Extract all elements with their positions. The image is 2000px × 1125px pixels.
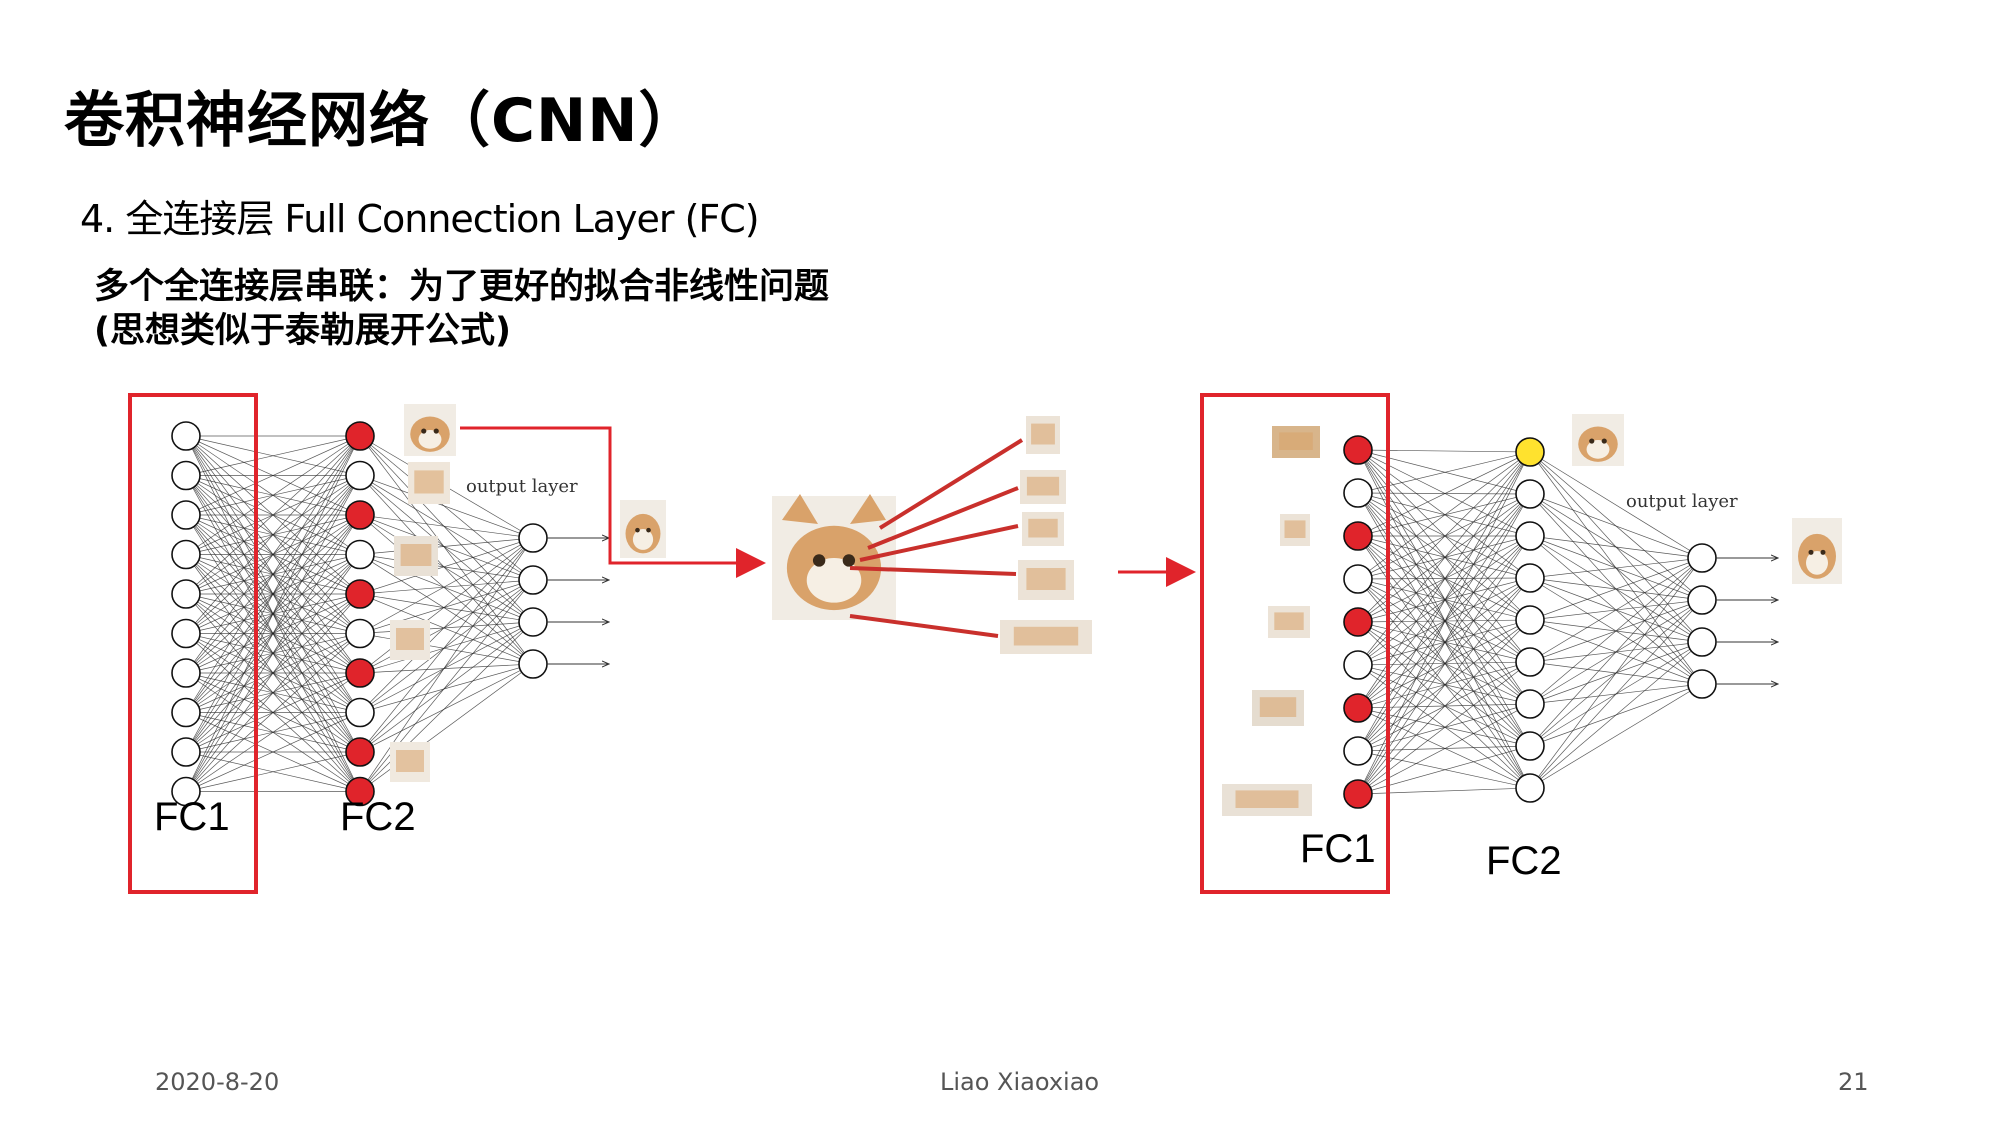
output-neuron [518, 607, 548, 637]
left-network: output layer FC1 FC2 [128, 393, 666, 894]
fc1-neuron [171, 737, 201, 767]
fc2-active-neuron [345, 579, 375, 609]
big-cat-face [772, 494, 896, 620]
output-neuron [1687, 543, 1717, 573]
fc1-neuron [171, 776, 201, 807]
fc2-active-neuron [345, 737, 375, 767]
right-output-layer-label: output layer [1626, 491, 1738, 512]
fc2-neuron [345, 539, 375, 570]
feature-pointer-line [849, 566, 1017, 576]
feature-pointer-line [859, 524, 1019, 562]
fc1-active-neuron [1343, 779, 1373, 809]
fc2-neuron [1515, 731, 1545, 761]
fc2-neuron [1515, 773, 1545, 803]
fc2-active-neuron [345, 658, 375, 688]
slide-title: 卷积神经网络（CNN） [64, 86, 700, 156]
fc2-neuron [1515, 521, 1545, 551]
output-neuron [518, 523, 548, 553]
cat-ear-thumbnail [408, 462, 450, 504]
cat-feature-patch [1020, 470, 1066, 504]
output-neuron [1687, 669, 1717, 699]
fc1-active-neuron [1343, 607, 1373, 637]
output-neuron [1687, 627, 1717, 657]
cat-mouth-thumbnail [390, 742, 430, 782]
feature-patch-nose [1252, 690, 1304, 726]
cat-photo-small [620, 500, 666, 558]
fc1-neuron [1343, 564, 1373, 594]
fc1-neuron [1343, 650, 1373, 680]
cat-feature-patch [1026, 416, 1060, 454]
cat-feature-patch [1000, 620, 1092, 654]
fc2-neuron [1515, 563, 1545, 593]
feature-pointer-line [878, 438, 1024, 530]
fc1-active-neuron [1343, 693, 1373, 723]
fc2-neuron [1515, 689, 1545, 719]
feature-patch-mouth [1222, 784, 1312, 816]
left-fc1-label: FC1 [154, 795, 230, 839]
description-line-1: 多个全连接层串联：为了更好的拟合非线性问题 [94, 267, 830, 307]
fc1-neuron [171, 697, 201, 728]
footer-page-number: 21 [1838, 1068, 1869, 1096]
cat-face-thumbnail [404, 404, 456, 456]
fc2-top-neuron [1515, 437, 1545, 467]
fc2-active-neuron [345, 776, 375, 807]
fc2-neuron [345, 618, 375, 649]
footer-date: 2020-8-20 [155, 1068, 280, 1096]
output-neuron [518, 649, 548, 679]
description-line-2: (思想类似于泰勒展开公式) [94, 311, 511, 351]
footer-author: Liao Xiaoxiao [940, 1068, 1100, 1096]
output-neuron [518, 565, 548, 595]
slide-subtitle: 4. 全连接层 Full Connection Layer (FC) [80, 197, 760, 241]
cat-eye-thumbnail [394, 536, 438, 576]
fc1-neuron [171, 460, 201, 491]
feature-pointer-line [849, 614, 999, 638]
fc1-neuron [1343, 736, 1373, 766]
cat-photo-small [1792, 518, 1842, 584]
fc2-neuron [345, 460, 375, 491]
feature-patch-eye [1280, 514, 1310, 546]
fc2-neuron [1515, 647, 1545, 677]
fc1-neuron [171, 579, 201, 609]
right-fc2-label: FC2 [1486, 839, 1562, 883]
fc2-active-neuron [345, 500, 375, 530]
fc2-active-neuron [345, 421, 375, 451]
right-network: output layer FC1 FC2 [1200, 393, 1842, 894]
fc2-neuron [1515, 605, 1545, 635]
fc1-neuron [171, 618, 201, 649]
cat-nose-thumbnail [390, 620, 430, 660]
fc1-active-neuron [1343, 521, 1373, 551]
cat-feature-patch [1022, 512, 1064, 546]
left-fc1-highlight-box [128, 393, 258, 894]
fc2-neuron [345, 697, 375, 728]
fc2-neuron [1515, 479, 1545, 509]
fc1-neuron [171, 658, 201, 688]
output-neuron [1687, 585, 1717, 615]
left-fc2-label: FC2 [340, 795, 416, 839]
fc1-neuron [171, 500, 201, 530]
fc1-neuron [171, 421, 201, 451]
right-fc1-highlight-box [1200, 393, 1390, 894]
cat-face-thumbnail [1572, 414, 1624, 466]
feature-patch-ear [1272, 426, 1320, 458]
right-fc1-label: FC1 [1300, 827, 1376, 871]
fc1-neuron [171, 539, 201, 570]
connector-arrow-to-cat [460, 426, 766, 578]
cat-feature-patch [1018, 560, 1074, 600]
left-output-layer-label: output layer [466, 476, 578, 497]
cat-feature-decomposition [772, 416, 1092, 654]
fc1-neuron [1343, 478, 1373, 508]
feature-pointer-line [867, 486, 1019, 550]
fc1-active-neuron [1343, 435, 1373, 465]
feature-patch-eye-detail [1268, 606, 1310, 638]
